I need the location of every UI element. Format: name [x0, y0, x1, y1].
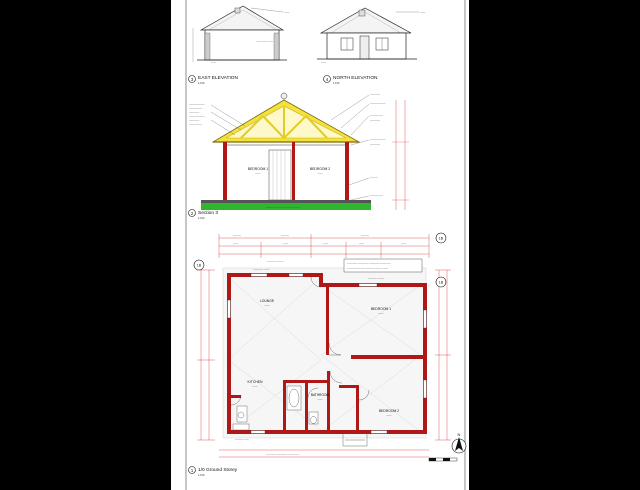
svg-text:——————— ——— ——— ——: ——————— ——— ——— ——	[347, 267, 388, 270]
grid-marker-right: 1B	[435, 276, 447, 288]
ground-floor-plan: ————————— —————————— ———— ———— ————	[197, 234, 451, 458]
ground-floor-caption: 1 1/0 Ground Storey 1:100	[188, 466, 238, 477]
grid-marker-top-right: 1B	[435, 232, 447, 244]
svg-text:——: ——	[211, 61, 217, 64]
svg-text:——— ———: ——— ———	[267, 260, 284, 263]
grid-marker-b-label: 1B	[197, 264, 202, 268]
svg-text:———: ———	[370, 176, 378, 179]
svg-text:—————: —————	[370, 114, 383, 117]
section-bedroom2-label: BEDROOM 2	[310, 167, 330, 171]
grid-marker-c-label: 1B	[439, 281, 444, 285]
svg-text:——: ——	[401, 242, 407, 245]
svg-text:————: ————	[189, 111, 200, 114]
svg-text:——: ——	[233, 242, 239, 245]
svg-text:—————: —————	[370, 194, 383, 197]
svg-text:——: ——	[359, 242, 365, 245]
plan-lounge-label: LOUNGE	[260, 299, 275, 303]
north-elevation-number: 4	[326, 77, 329, 82]
svg-text:———: ———	[281, 234, 289, 237]
section-bedroom1-label: BEDROOM 1	[248, 167, 268, 171]
scale-bar	[428, 457, 458, 462]
svg-text:——: ——	[317, 398, 323, 401]
east-elevation-title: EAST ELEVATION	[198, 75, 239, 81]
plan-bedroom2-label: BEDROOM 2	[379, 409, 399, 413]
svg-text:——————: ——————	[370, 138, 386, 141]
svg-text:——: ——	[252, 385, 258, 388]
east-elevation-caption: 3 EAST ELEVATION 1:100	[188, 75, 239, 85]
svg-text:———: ———	[361, 234, 369, 237]
section-number: 2	[191, 211, 194, 216]
svg-text:———— ———— ————: ———— ———— ————	[266, 453, 299, 456]
svg-text:—————: —————	[189, 123, 202, 126]
svg-text:——— ———: ——— ———	[368, 277, 385, 280]
section-scale: 1:100	[198, 216, 205, 220]
ground-floor-number: 1	[191, 468, 194, 473]
east-elevation-scale: 1:100	[198, 81, 205, 85]
svg-text:————: ————	[370, 93, 381, 96]
svg-text:——— ——— ——— ———: ——— ——— ——— ———	[266, 207, 300, 210]
north-elevation-scale: 1:100	[333, 81, 340, 85]
svg-text:———— ——: ———— ——	[253, 268, 270, 271]
ground-floor-title: 1/0 Ground Storey	[198, 467, 238, 473]
svg-text:——: ——	[386, 414, 392, 417]
drawing-sheet: —— —— —— —— —— 3 EAST ELEVATION 1:100 ——…	[171, 0, 469, 490]
svg-text:————: ————	[370, 143, 381, 146]
svg-text:——: ——	[255, 172, 261, 175]
grid-marker-left: 1B	[193, 259, 205, 271]
section-caption: 2 Section 3 1:100	[188, 209, 218, 220]
svg-text:—————: —————	[189, 107, 202, 110]
east-elevation-number: 3	[191, 77, 194, 82]
svg-text:——: ——	[264, 304, 270, 307]
plan-bedroom1-label: BEDROOM 1	[371, 307, 391, 311]
north-arrow-icon: N	[451, 432, 467, 454]
plan-kitchen-label: KITCHEN	[248, 380, 263, 384]
svg-text:——: ——	[378, 312, 384, 315]
svg-text:——————: ——————	[189, 103, 205, 106]
svg-text:————: ————	[189, 119, 200, 122]
north-arrow-label: N	[458, 432, 461, 437]
north-elevation-title: NORTH ELEVATION	[333, 75, 378, 81]
grid-marker-a-label: 1B	[439, 237, 444, 241]
svg-text:———— ———— ———— ————: ———— ———— ———— ————	[347, 262, 391, 265]
ground-floor-scale: 1:100	[198, 473, 205, 477]
east-elevation: —— —— —— —— ——	[192, 5, 290, 64]
svg-text:————: ————	[370, 119, 381, 122]
svg-text:——: ——	[317, 172, 323, 175]
plan-bathroom-label: BATHROOM	[311, 393, 330, 397]
svg-text:——————: ——————	[370, 102, 386, 105]
svg-text:——: ——	[323, 242, 329, 245]
svg-text:——: ——	[283, 242, 289, 245]
section-title: Section 3	[198, 210, 218, 216]
section-drawing: ——— ——— ——— ——— BEDROOM 1 —— BEDROOM 2 —…	[189, 92, 409, 210]
svg-text:———: ———	[233, 234, 241, 237]
north-elevation: —— ——	[317, 7, 426, 64]
svg-text:——: ——	[420, 11, 426, 14]
svg-text:——— ——: ——— ——	[235, 438, 249, 441]
north-elevation-caption: 4 NORTH ELEVATION 1:100	[323, 75, 378, 85]
svg-text:——: ——	[284, 11, 290, 14]
svg-text:—— —— ——: —— —— ——	[256, 40, 273, 43]
svg-text:——: ——	[321, 61, 327, 64]
drawing-canvas: —— —— —— —— —— 3 EAST ELEVATION 1:100 ——…	[185, 0, 467, 490]
svg-text:——————: ——————	[189, 115, 205, 118]
